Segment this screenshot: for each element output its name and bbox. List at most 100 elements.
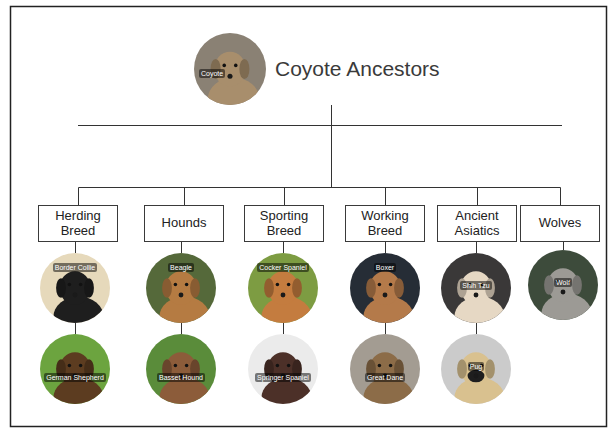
drawing-part	[248, 334, 318, 419]
breed-name: Springer Spaniel	[255, 373, 311, 382]
tree-connector	[332, 105, 561, 205]
breed-name: Beagle	[168, 263, 194, 272]
dog-photo	[350, 334, 420, 404]
breed-name: Pug	[468, 362, 484, 371]
drawing-part	[474, 293, 479, 298]
drawing-part	[572, 275, 582, 295]
breed-photo: Border Collie	[40, 253, 110, 323]
drawing-part	[68, 364, 72, 368]
drawing-part	[79, 283, 83, 287]
drawing-part	[174, 283, 178, 287]
drawing-part	[185, 364, 189, 368]
drawing-part	[378, 283, 382, 287]
drawing-part	[40, 253, 110, 338]
breed-photo: German Shepherd	[40, 334, 110, 404]
group-label: Herding Breed	[43, 209, 113, 238]
drawing-part	[146, 334, 216, 419]
drawing-part	[485, 359, 495, 379]
drawing-part	[461, 271, 492, 305]
tree-connector	[563, 242, 564, 250]
dog-photo	[248, 334, 318, 404]
drawing-part	[234, 64, 238, 68]
tree-connector	[181, 323, 182, 334]
drawing-part	[56, 278, 66, 298]
breed-photo: Springer Spaniel	[248, 334, 318, 404]
tree-connector	[75, 323, 76, 334]
drawing-part	[287, 364, 291, 368]
tree-connector	[283, 323, 284, 334]
group-label: Working Breed	[350, 209, 420, 238]
breed-name: German Shepherd	[44, 373, 106, 382]
breed-name: Border Collie	[53, 263, 97, 272]
drawing-part	[227, 74, 232, 79]
breed-photo: Cocker Spaniel	[248, 253, 318, 323]
group-label: Wolves	[539, 216, 581, 230]
breed-photo: Basset Hound	[146, 334, 216, 404]
photo-caption: Coyote	[199, 69, 225, 78]
tree-connector	[185, 105, 332, 205]
drawing-part	[292, 278, 302, 298]
drawing-part	[378, 364, 382, 368]
group-box: Wolves	[520, 205, 600, 242]
breed-name: Basset Hound	[157, 373, 205, 382]
drawing-part	[276, 364, 280, 368]
tree-connector	[283, 242, 284, 253]
drawing-part	[457, 359, 467, 379]
drawing-part	[389, 283, 393, 287]
group-box: Ancient Asiatics	[437, 205, 517, 242]
tree-connector	[285, 105, 332, 205]
tree-connector	[385, 242, 386, 253]
frame-border	[11, 7, 607, 427]
group-box: Working Breed	[345, 205, 425, 242]
breed-photo: Beagle	[146, 253, 216, 323]
breed-photo: Shih Tzu	[441, 253, 511, 323]
drawing-part	[544, 275, 554, 295]
breed-name: Shih Tzu	[460, 281, 492, 290]
drawing-part	[468, 370, 485, 383]
drawing-part	[79, 364, 83, 368]
dog-photo	[40, 334, 110, 404]
drawing-part	[350, 334, 420, 419]
breed-name: Wolf	[554, 278, 572, 287]
drawing-part	[474, 374, 479, 379]
drawing-part	[84, 278, 94, 298]
drawing-part	[179, 293, 184, 298]
drawing-part	[194, 33, 266, 121]
drawing-part	[185, 283, 189, 287]
tree-connector	[476, 242, 477, 253]
dog-photo	[146, 334, 216, 404]
breed-name: Cocker Spaniel	[257, 263, 308, 272]
drawing-part	[146, 253, 216, 338]
drawing-part	[239, 59, 249, 79]
group-label: Sporting Breed	[249, 209, 319, 238]
breed-photo: Boxer	[350, 253, 420, 323]
breed-name: Boxer	[374, 263, 396, 272]
group-label: Ancient Asiatics	[442, 209, 512, 238]
drawing-part	[441, 253, 511, 338]
drawing-part	[281, 293, 286, 298]
drawing-part	[264, 278, 274, 298]
divider-line	[78, 125, 562, 126]
tree-connector	[332, 105, 478, 205]
drawing-part	[68, 283, 72, 287]
drawing-part	[561, 290, 566, 295]
group-box: Sporting Breed	[244, 205, 324, 242]
group-box: Herding Breed	[38, 205, 118, 242]
ancestor-node: Coyote Coyote Ancestors	[194, 33, 446, 105]
breed-name: Great Dane	[365, 373, 405, 382]
drawing-part	[528, 250, 598, 335]
drawing-part	[40, 334, 110, 419]
breed-photo: Wolf	[528, 250, 598, 320]
drawing-part	[287, 283, 291, 287]
group-box: Hounds	[144, 205, 224, 242]
drawing-part	[248, 253, 318, 338]
diagram-heading: Coyote Ancestors	[275, 57, 440, 81]
tree-connector	[476, 323, 477, 334]
drawing-part	[276, 283, 280, 287]
drawing-part	[350, 253, 420, 338]
group-label: Hounds	[162, 216, 207, 230]
drawing-part	[441, 334, 511, 419]
tree-connector	[181, 242, 182, 253]
tree-connector	[385, 323, 386, 334]
